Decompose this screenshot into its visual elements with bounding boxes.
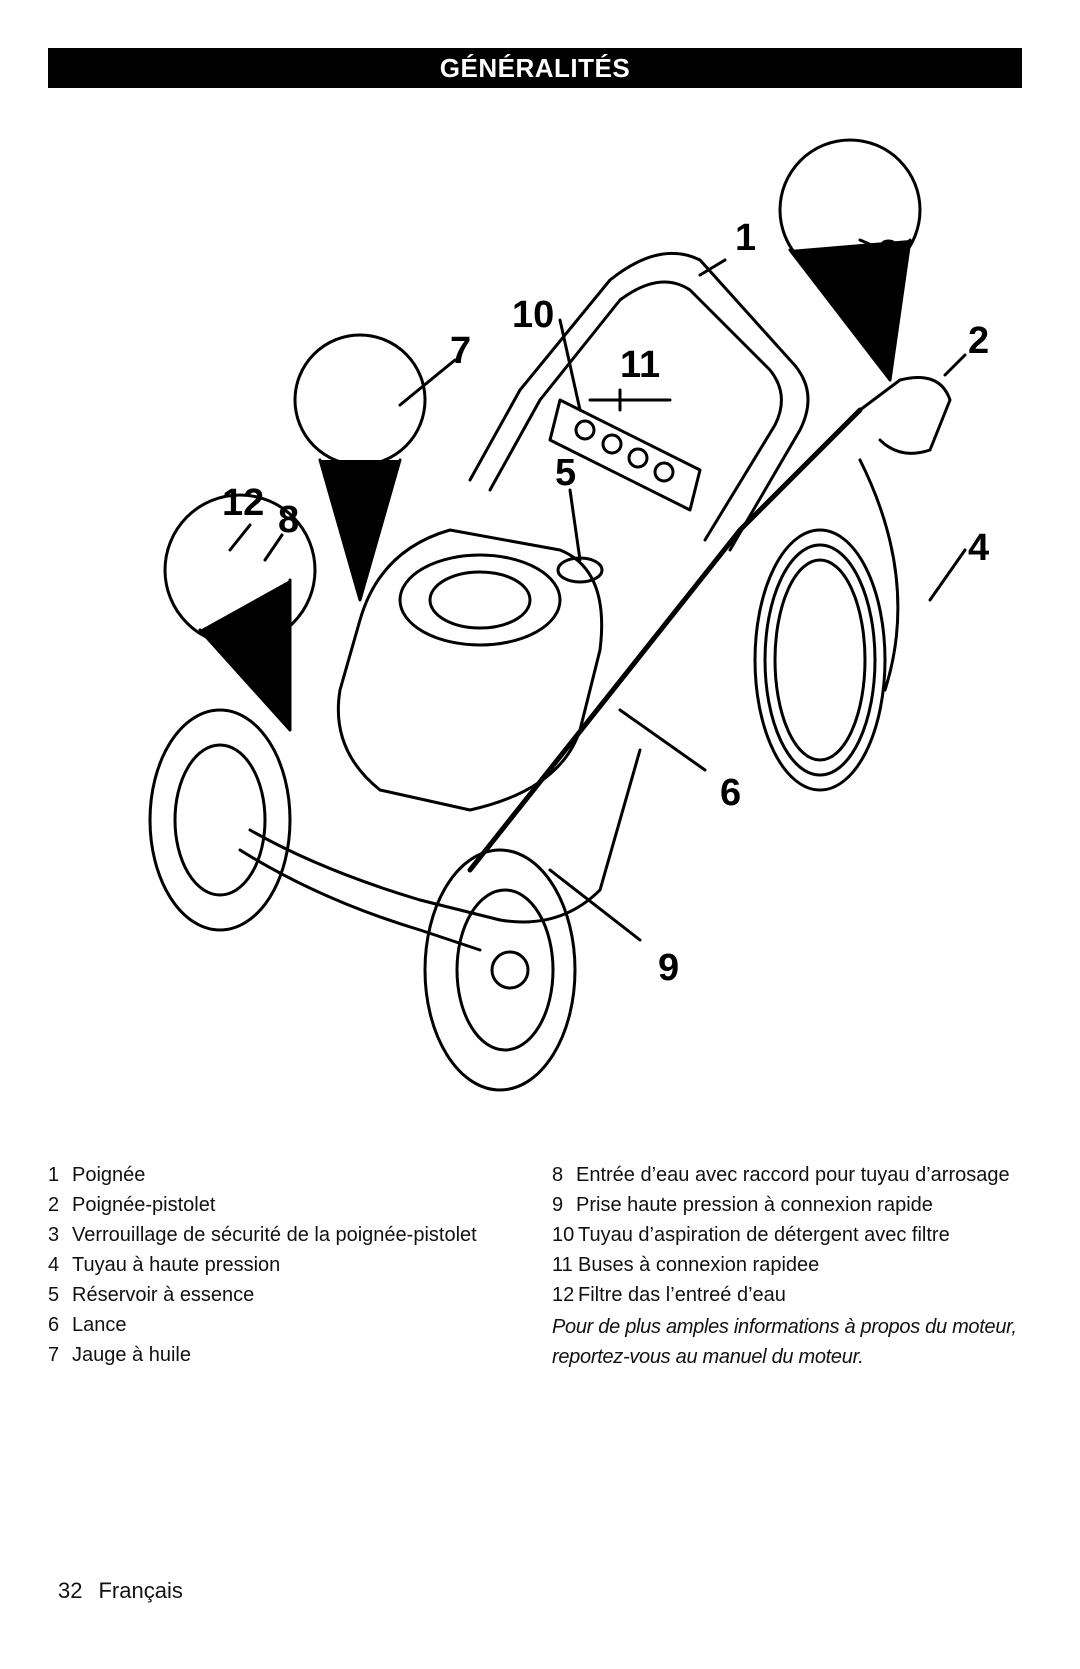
legend-text: Jauge à huile (72, 1344, 191, 1366)
lance (467, 407, 863, 873)
legend-number: 8 (552, 1164, 564, 1186)
legend-item: 6 Lance (48, 1310, 528, 1340)
legend-text: Lance (72, 1314, 127, 1336)
callout-6: 6 (720, 772, 741, 814)
callout-1: 1 (735, 217, 756, 259)
legend-item: 9 Prise haute pression à connexion rapide (552, 1190, 1032, 1220)
footer-language: Français (98, 1578, 183, 1603)
legend-text: Poignée-pistolet (72, 1194, 216, 1216)
spray-gun (858, 376, 952, 455)
pressure-washer-illustration: 1 2 3 4 5 6 7 8 9 10 11 12 (0, 130, 1080, 1130)
hose-coil (753, 528, 887, 792)
legend-right-column: 8 Entrée d’eau avec raccord pour tuyau d’… (552, 1160, 1032, 1372)
legend-number: 10 (552, 1224, 575, 1246)
callout-4: 4 (968, 527, 989, 569)
legend-item: 8 Entrée d’eau avec raccord pour tuyau d’… (552, 1160, 1032, 1190)
callout-3: 3 (878, 233, 899, 275)
legend-text: Entrée d’eau avec raccord pour tuyau d’a… (576, 1164, 1010, 1186)
callout-10: 10 (512, 294, 554, 336)
legend-text: Prise haute pression à connexion rapide (576, 1194, 933, 1216)
legend-text: Buses à connexion rapidee (578, 1254, 820, 1276)
legend-text: Réservoir à essence (72, 1284, 255, 1306)
legend-text: Poignée (72, 1164, 146, 1186)
legend-number: 5 (48, 1284, 60, 1306)
legend-number: 1 (48, 1164, 60, 1186)
legend-number: 4 (48, 1254, 60, 1276)
legend-number: 7 (48, 1344, 60, 1366)
callout-7: 7 (450, 330, 471, 372)
legend-number: 6 (48, 1314, 60, 1336)
nozzle-panel (548, 398, 702, 512)
legend-item: 4 Tuyau à haute pression (48, 1250, 528, 1280)
callout-12: 12 (222, 482, 264, 524)
legend-text: Verrouillage de sécurité de la poignée-p… (72, 1224, 477, 1246)
legend-item: 5 Réservoir à essence (48, 1280, 528, 1310)
legend-text: Filtre das l’entreé d’eau (578, 1284, 786, 1306)
section-title: GÉNÉRALITÉS (48, 48, 1022, 88)
legend-item: 7 Jauge à huile (48, 1340, 528, 1370)
right-wheel (423, 848, 577, 1092)
callout-8: 8 (278, 499, 299, 541)
callout-2: 2 (968, 320, 989, 362)
handle-frame (518, 251, 810, 552)
engine-manual-note: Pour de plus amples informations à propo… (552, 1316, 1017, 1368)
legend-item: 1 Poignée (48, 1160, 528, 1190)
legend-number: 12 (552, 1284, 575, 1306)
legend-number: 9 (552, 1194, 564, 1216)
page-footer: 32 Français (58, 1578, 199, 1604)
base-frame (248, 748, 642, 924)
legend-number: 3 (48, 1224, 60, 1246)
callout-5: 5 (555, 452, 576, 494)
callout-11: 11 (620, 344, 660, 386)
legend-text: Tuyau d’aspiration de détergent avec fil… (578, 1224, 950, 1246)
legend-left-column: 1 Poignée 2 Poignée-pistolet 3 Verrouillage… (48, 1160, 528, 1370)
legend-number: 2 (48, 1194, 60, 1216)
page-number: 32 (58, 1578, 83, 1603)
left-wheel (148, 708, 292, 932)
legend-number: 11 (552, 1254, 573, 1276)
callout-9: 9 (658, 947, 679, 989)
legend-item: 3 Verrouillage de sécurité de la poignée-… (48, 1220, 528, 1250)
legend-item: 2 Poignée-pistolet (48, 1190, 528, 1220)
legend-text: Tuyau à haute pression (72, 1254, 281, 1276)
